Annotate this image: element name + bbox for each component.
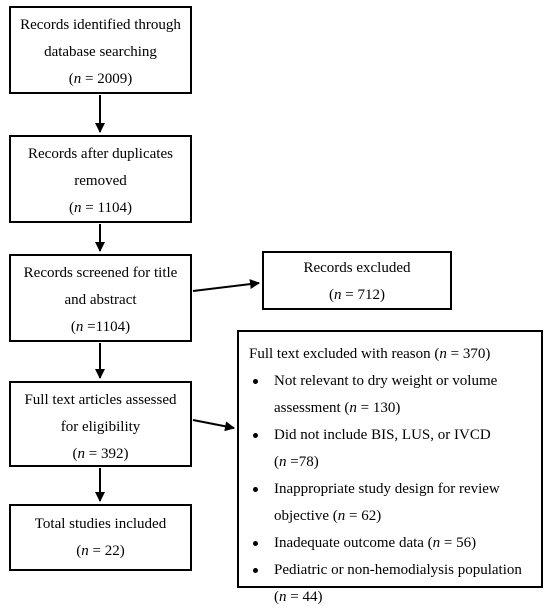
reason-item: Inadequate outcome data (n = 56): [249, 530, 535, 557]
box-text: Records screened for title: [23, 265, 178, 281]
count-label: (n = 712): [329, 287, 385, 303]
bullet-icon: [253, 568, 258, 573]
records-excluded-box: Records excluded (n = 712): [262, 251, 452, 310]
flow-arrows: [95, 95, 260, 502]
count-label: (n = 1104): [69, 200, 132, 216]
records-identified-box: Records identified through database sear…: [9, 6, 192, 94]
reason-item: Not relevant to dry weight or volume ass…: [249, 368, 535, 422]
full-text-excluded-reasons-box: Full text excluded with reason (n = 370)…: [237, 330, 543, 605]
box-text: Total studies included: [34, 516, 167, 532]
bullet-icon: [253, 541, 258, 546]
reasons-list: Not relevant to dry weight or volume ass…: [249, 368, 535, 611]
reason-item: Pediatric or non-hemodialysis population…: [249, 557, 535, 611]
reasons-title: Full text excluded with reason (n = 370): [249, 346, 491, 362]
bullet-icon: [253, 433, 258, 438]
full-text-assessed-box: Full text articles assessed for eligibil…: [9, 381, 192, 467]
count-label: (n = 392): [72, 446, 129, 462]
box-text: Full text articles assessed: [24, 392, 177, 408]
bullet-icon: [253, 487, 258, 492]
total-studies-included-box: Total studies included (n = 22): [9, 504, 192, 571]
box-text: for eligibility: [60, 419, 141, 435]
box-text: Records excluded: [303, 260, 411, 276]
bullet-icon: [253, 379, 258, 384]
box-text: Records after duplicates: [28, 146, 173, 162]
count-label: (n = 22): [76, 543, 125, 559]
records-screened-box: Records screened for title and abstract …: [9, 254, 192, 342]
arrow-fulltext-to-reasons: [192, 419, 235, 432]
records-after-duplicates-box: Records after duplicates removed (n = 11…: [9, 135, 192, 223]
box-text: removed: [74, 173, 127, 189]
count-label: (n = 2009): [68, 71, 133, 87]
reason-item: Did not include BIS, LUS, or IVCD (n =78…: [249, 422, 535, 476]
arrow-screened-to-excluded: [192, 279, 260, 292]
box-text: database searching: [44, 44, 157, 60]
reason-item: Inappropriate study design for review ob…: [249, 476, 535, 530]
box-text: Records identified through: [20, 17, 181, 33]
box-text: and abstract: [64, 292, 137, 308]
count-label: (n =1104): [70, 319, 131, 335]
